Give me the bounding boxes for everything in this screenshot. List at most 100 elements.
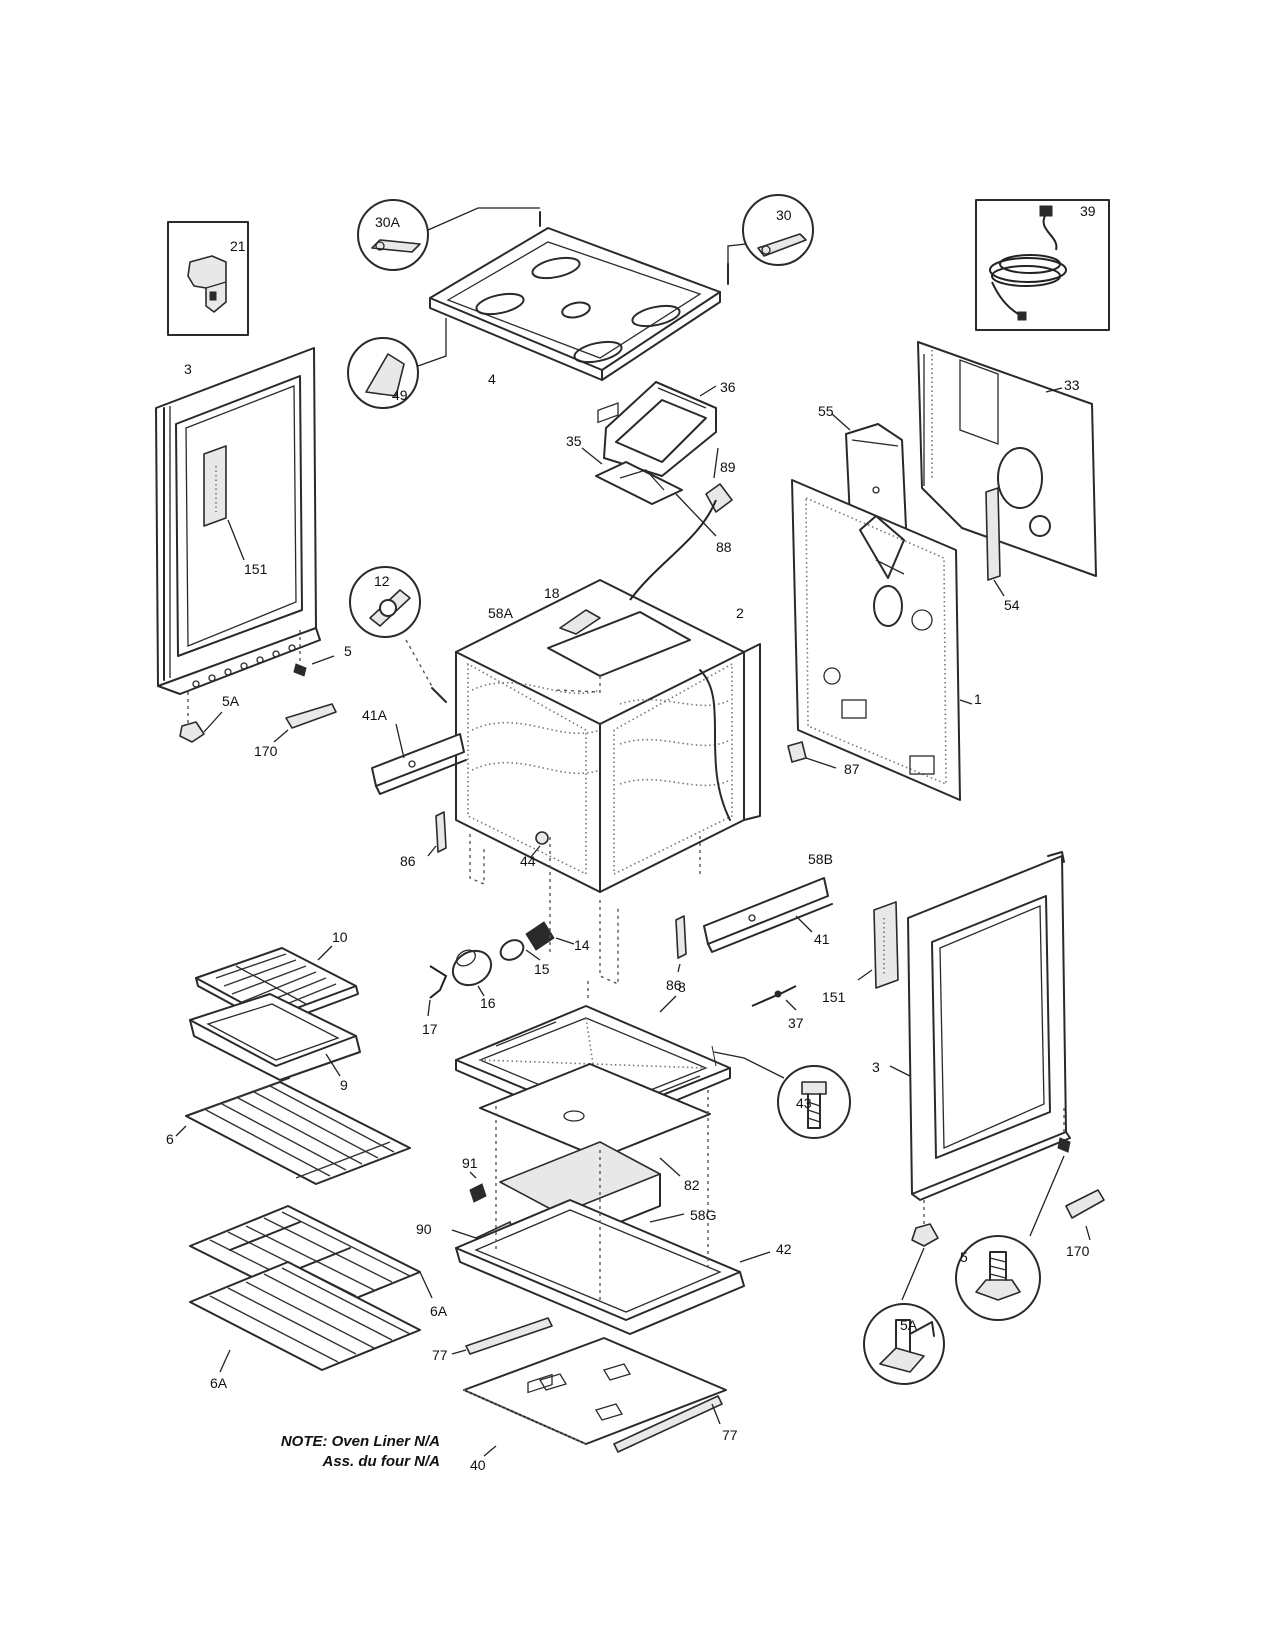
slide-rail-77-right (613, 1395, 723, 1453)
back-frame-1 (787, 479, 973, 801)
callout-labels: 21 30A 30 39 3 49 4 36 33 55 35 89 88 15… (166, 203, 1096, 1473)
callout-86-right: 86 (666, 977, 682, 993)
detail-circle-43 (711, 1045, 851, 1139)
detail-circle-5-right (955, 1235, 1041, 1321)
callout-39: 39 (1080, 203, 1096, 219)
callout-86-left: 86 (400, 853, 416, 869)
callout-2: 2 (736, 605, 744, 621)
callout-58b: 58B (808, 851, 833, 867)
detail-circle-12 (349, 566, 447, 703)
clip-86-right (675, 915, 687, 973)
lamp-lens-16 (451, 949, 493, 997)
callout-40: 40 (470, 1457, 486, 1473)
callout-151-left: 151 (244, 561, 268, 577)
callout-77-right: 77 (722, 1427, 738, 1443)
detail-circle-5a-right (863, 1303, 945, 1385)
callout-77-left: 77 (432, 1347, 448, 1363)
callout-8: 8 (678, 979, 686, 995)
clip-86-left (427, 811, 447, 857)
callout-36: 36 (720, 379, 736, 395)
side-bracket-151-right (857, 901, 899, 989)
callout-33: 33 (1064, 377, 1080, 393)
callout-44: 44 (520, 853, 536, 869)
note-line-1: NOTE: Oven Liner N/A (281, 1433, 440, 1450)
bracket-91 (469, 1171, 487, 1203)
callout-58a: 58A (488, 605, 514, 621)
wire-37 (751, 985, 797, 1011)
callout-14: 14 (574, 937, 590, 953)
callout-54: 54 (1004, 597, 1020, 613)
callout-4: 4 (488, 371, 496, 387)
rear-bracket-54 (985, 487, 1005, 597)
callout-37: 37 (788, 1015, 804, 1031)
callout-9: 9 (340, 1077, 348, 1093)
callout-89: 89 (720, 459, 736, 475)
lamp-wire-17 (427, 965, 448, 1017)
side-rail-41a (371, 723, 467, 795)
callout-1: 1 (974, 691, 982, 707)
callout-15: 15 (534, 961, 550, 977)
callout-3-right: 3 (872, 1059, 880, 1075)
callout-41: 41 (814, 931, 830, 947)
inset-box-part-21 (167, 221, 249, 336)
top-panel-assembly (429, 211, 729, 381)
lamp-socket-14 (525, 921, 575, 951)
callout-12: 12 (374, 573, 390, 589)
detail-circle-30a (357, 199, 540, 271)
callout-88: 88 (716, 539, 732, 555)
callout-35: 35 (566, 433, 582, 449)
callout-87: 87 (844, 761, 860, 777)
callout-55: 55 (818, 403, 834, 419)
right-hinge-parts (901, 1108, 1105, 1301)
detail-circle-49 (347, 318, 447, 409)
callout-30a: 30A (375, 214, 401, 230)
callout-6: 6 (166, 1131, 174, 1147)
callout-90: 90 (416, 1221, 432, 1237)
callout-41a: 41A (362, 707, 388, 723)
callout-170-right: 170 (1066, 1243, 1090, 1259)
lamp-part-44 (529, 831, 549, 859)
callout-21: 21 (230, 238, 246, 254)
callout-42: 42 (776, 1241, 792, 1257)
callout-151-right: 151 (822, 989, 846, 1005)
detail-circle-30 (727, 194, 814, 266)
oven-rack-6 (175, 1077, 411, 1185)
callout-91: 91 (462, 1155, 478, 1171)
bottom-shield-82 (479, 1063, 711, 1177)
oven-rack-6a-lower (189, 1261, 421, 1373)
callout-5-left: 5 (344, 643, 352, 659)
slide-rail-77-left (451, 1317, 553, 1355)
oven-top-plate (547, 402, 691, 693)
callout-6a-left: 6A (210, 1375, 228, 1391)
bottom-frame-42 (455, 1199, 771, 1335)
callout-17: 17 (422, 1021, 438, 1037)
broil-hood-assembly (581, 381, 733, 601)
inset-box-part-39 (975, 199, 1110, 331)
callout-5a-left: 5A (222, 693, 240, 709)
callout-18: 18 (544, 585, 560, 601)
callout-16: 16 (480, 995, 496, 1011)
callout-6a-right: 6A (430, 1303, 448, 1319)
callout-43: 43 (796, 1095, 812, 1111)
callout-49: 49 (392, 387, 408, 403)
left-door-assembly (155, 347, 321, 695)
callout-5a-right: 5A (900, 1317, 918, 1333)
lamp-bulb-15 (499, 939, 541, 961)
callout-10: 10 (332, 929, 348, 945)
right-door-assembly (889, 851, 1071, 1201)
note-block: NOTE: Oven Liner N/A Ass. du four N/A (281, 1433, 440, 1470)
callout-3-left: 3 (184, 361, 192, 377)
callout-82: 82 (684, 1177, 700, 1193)
left-hinge-parts (179, 630, 337, 743)
callout-170-left: 170 (254, 743, 278, 759)
power-cord-drawing (989, 205, 1067, 321)
callout-30: 30 (776, 207, 792, 223)
rear-panel-33 (917, 341, 1097, 577)
side-rail-41 (703, 877, 833, 953)
drawer-liner-40 (463, 1337, 727, 1457)
callout-58g: 58G (690, 1207, 716, 1223)
latch-block-drawing (187, 255, 227, 313)
oven-cavity (455, 402, 761, 986)
callout-5-right: 5 (960, 1249, 968, 1265)
